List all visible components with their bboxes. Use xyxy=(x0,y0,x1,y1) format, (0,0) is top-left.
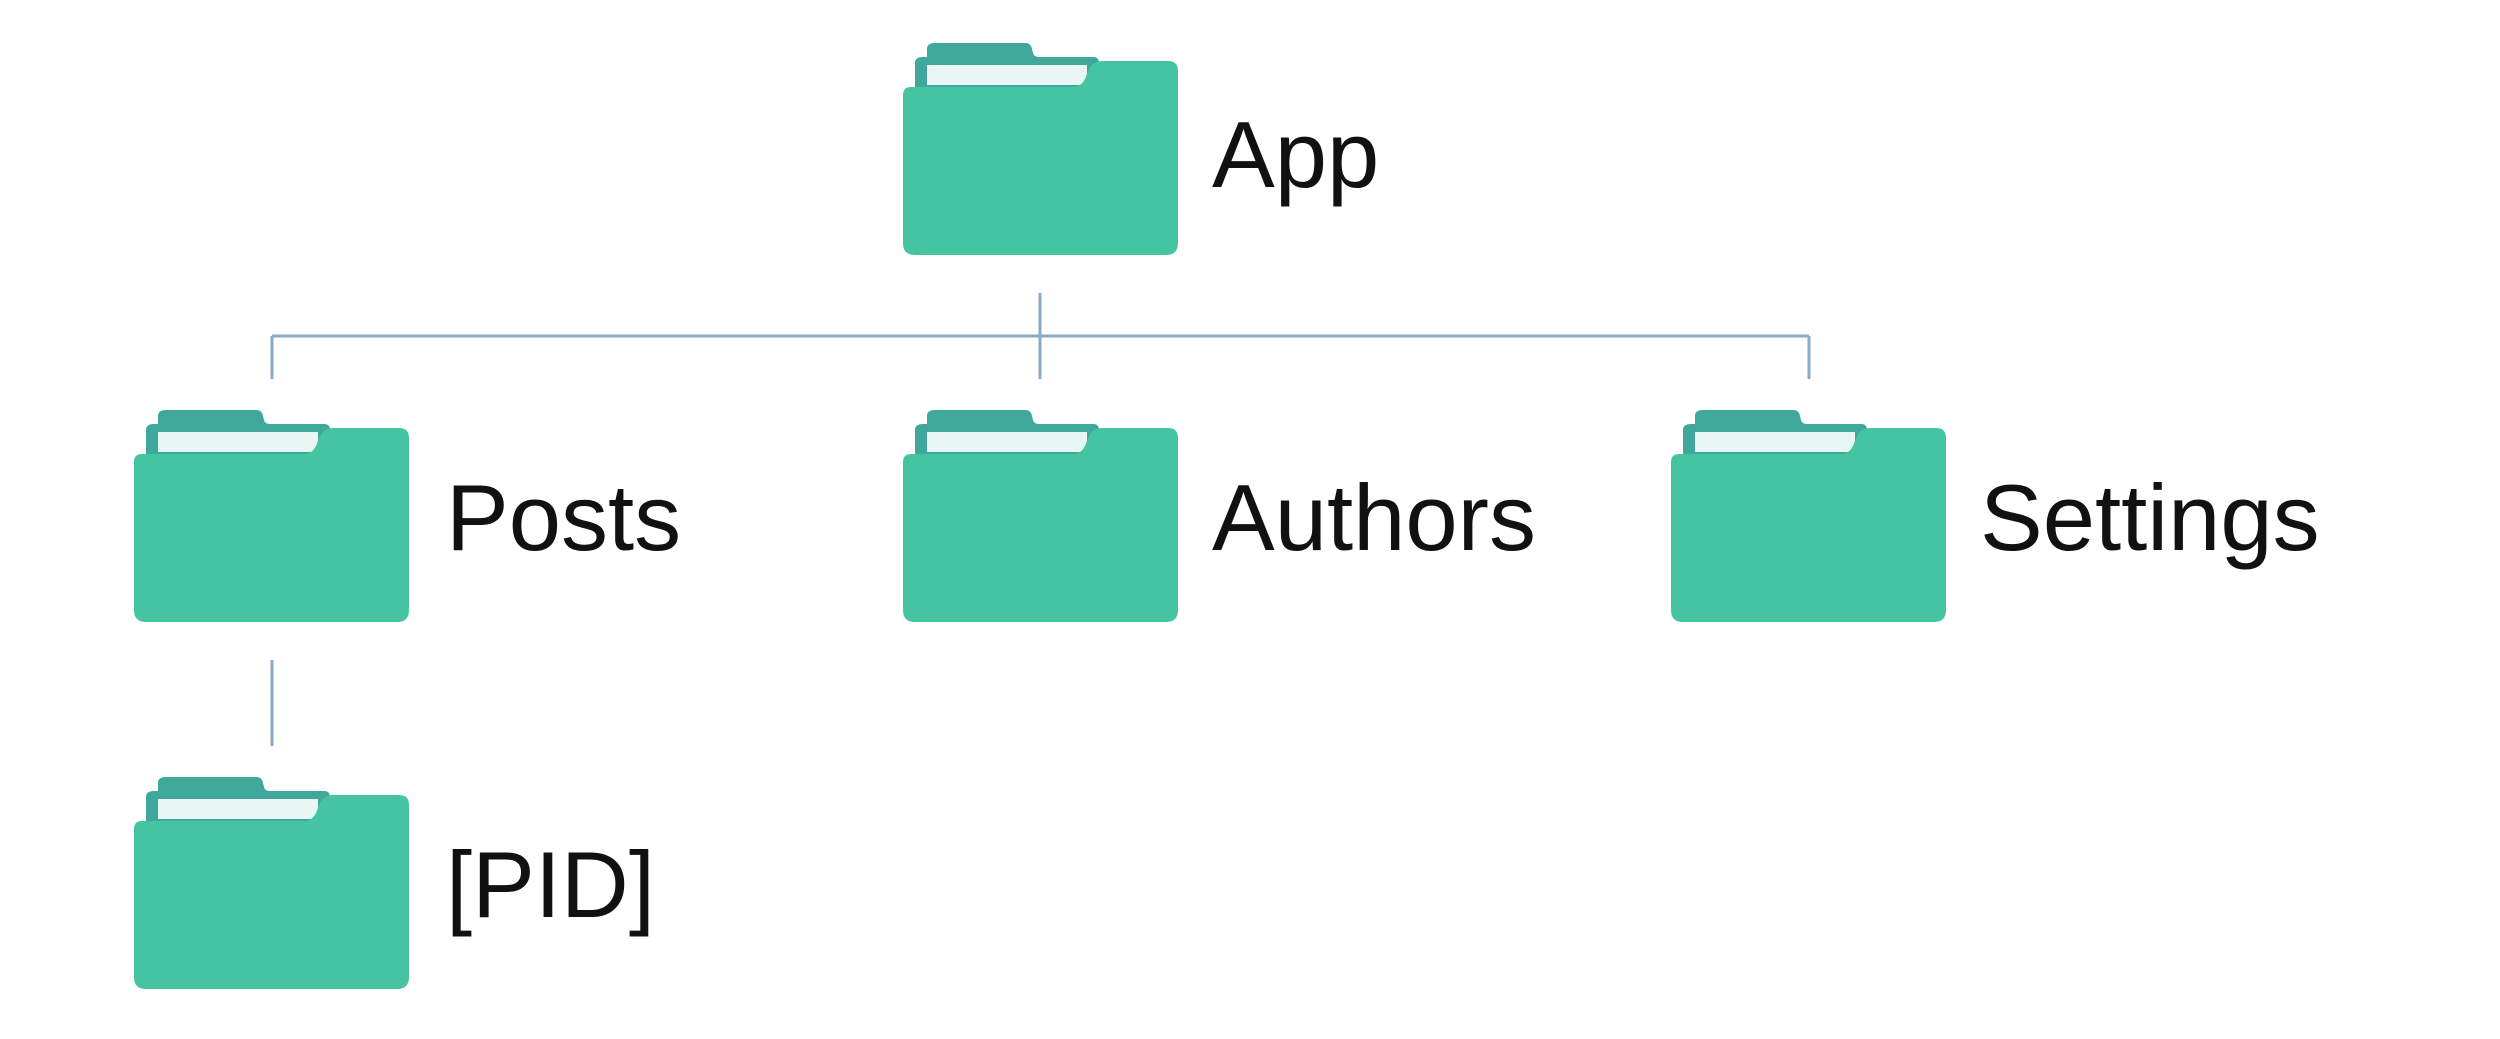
folder-icon xyxy=(134,777,409,989)
folder-icon xyxy=(134,410,409,622)
tree-connectors xyxy=(270,293,1811,746)
folder-node-settings[interactable]: Settings xyxy=(1671,410,2320,622)
folder-node-pid[interactable]: [PID] xyxy=(134,777,655,989)
folder-label-posts: Posts xyxy=(446,465,681,570)
folder-icon xyxy=(1671,410,1946,622)
folder-node-app[interactable]: App xyxy=(903,43,1379,255)
folder-label-authors: Authors xyxy=(1212,465,1536,570)
folder-label-settings: Settings xyxy=(1980,465,2320,570)
folder-label-pid: [PID] xyxy=(446,832,655,937)
folder-icon xyxy=(903,43,1178,255)
folder-icon xyxy=(903,410,1178,622)
folder-label-app: App xyxy=(1212,102,1379,207)
folder-node-authors[interactable]: Authors xyxy=(903,410,1536,622)
folder-node-posts[interactable]: Posts xyxy=(134,410,681,622)
